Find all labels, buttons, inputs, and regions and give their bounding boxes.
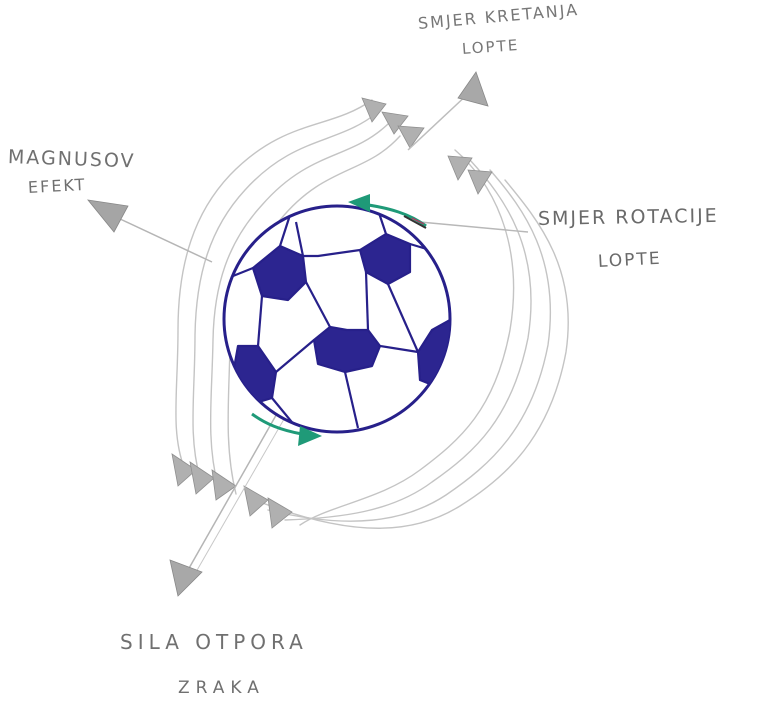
magnus-arrow: [88, 200, 212, 262]
rotation-direction-label-line2: LOPTE: [597, 249, 662, 272]
arrowhead-icon: [448, 156, 472, 180]
arrowhead-icon: [190, 462, 214, 494]
soccer-ball-icon: [224, 206, 458, 432]
movement-arrow: [408, 72, 488, 150]
arrowhead-icon: [268, 498, 292, 528]
air-drag-label-line2: ZRAKA: [178, 678, 265, 698]
arrowhead-icon: [244, 486, 268, 516]
magnus-effect-label-line2: EFEKT: [28, 175, 87, 197]
rotation-direction-label-line1: SMJER ROTACIJE: [538, 205, 719, 230]
ball-patch: [314, 327, 380, 372]
magnus-arrowhead-icon: [88, 200, 128, 232]
arrowhead-icon: [398, 126, 424, 148]
arrowhead-icon: [362, 98, 386, 122]
air-drag-label-line1: SILA OTPORA: [120, 630, 308, 654]
rotation-pointer-line: [420, 222, 528, 232]
magnus-effect-label-line1: MAGNUSOV: [8, 146, 136, 172]
drag-arrowhead-icon: [170, 560, 202, 596]
movement-arrowhead-icon: [458, 72, 488, 106]
